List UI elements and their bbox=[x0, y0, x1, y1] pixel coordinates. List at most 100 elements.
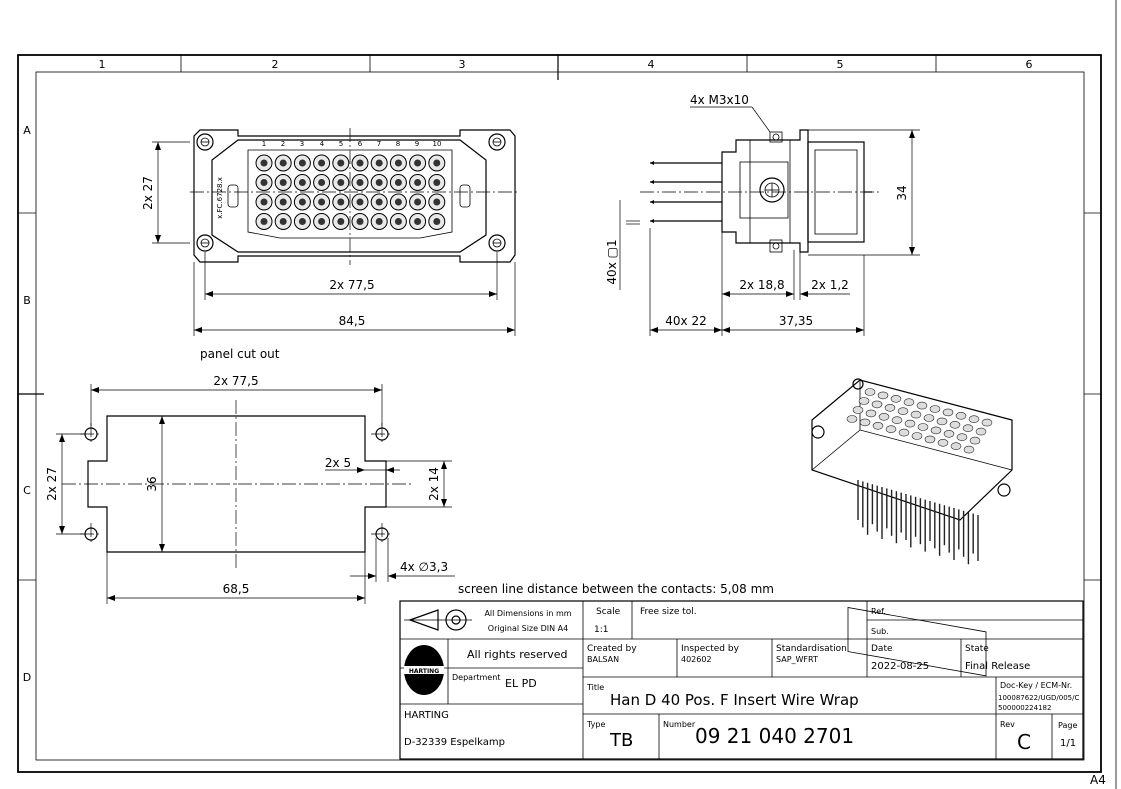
side-pins bbox=[650, 161, 872, 223]
rights-note: All rights reserved bbox=[467, 648, 568, 661]
state-label: State bbox=[965, 644, 989, 654]
pin-number: 3 bbox=[300, 140, 304, 148]
grid-col-2: 2 bbox=[272, 58, 279, 71]
contact-pin bbox=[375, 179, 383, 186]
state-value: Final Release bbox=[965, 661, 1030, 672]
ref-label: Ref. bbox=[871, 607, 886, 616]
number-label: Number bbox=[663, 720, 696, 729]
front-screw-tr bbox=[488, 133, 506, 151]
rev-value: C bbox=[1017, 730, 1031, 754]
front-screw-bl bbox=[196, 234, 214, 252]
front-view: 1 2 3 4 5 6 7 8 9 10 x.FC.6728.x 2x 27 2… bbox=[141, 128, 520, 336]
harting-logo: HARTING bbox=[404, 645, 444, 695]
front-dim-inner: 2x 77,5 bbox=[329, 278, 374, 292]
title-label: Title bbox=[586, 683, 604, 692]
date-label: Date bbox=[871, 644, 893, 654]
pin-number: 6 bbox=[358, 140, 363, 148]
company-name: HARTING bbox=[404, 710, 449, 721]
contact-pin bbox=[375, 159, 383, 167]
grid-col-1: 1 bbox=[99, 58, 106, 71]
title-block: All Dimensions in mm Original Size DIN A… bbox=[399, 600, 1084, 760]
iso-contact bbox=[968, 415, 980, 424]
side-dim-pin: 40x ▢1 bbox=[605, 239, 619, 284]
side-dim-b: 2x 1,2 bbox=[811, 278, 849, 292]
contact-pin bbox=[394, 179, 402, 186]
iso-contact bbox=[950, 442, 962, 451]
iso-contact bbox=[930, 426, 942, 435]
contact-pin bbox=[260, 218, 268, 225]
iso-contact bbox=[890, 394, 902, 403]
cutout-dim-hole: 4x ∅3,3 bbox=[400, 560, 448, 574]
iso-contact bbox=[872, 421, 884, 430]
pin-number: 9 bbox=[415, 140, 419, 148]
pin-number: 5 bbox=[339, 140, 343, 148]
iso-contact bbox=[956, 433, 968, 442]
contact-pin bbox=[414, 198, 422, 206]
iso-contact bbox=[897, 407, 909, 416]
iso-contact bbox=[936, 417, 948, 426]
dockey-line2: 500000224182 bbox=[998, 704, 1051, 712]
iso-view-illustration bbox=[811, 378, 1013, 677]
iso-contact bbox=[975, 427, 987, 436]
side-view: 4x M3x10 34 40x ▢1 2x 18,8 2x 1,2 40x 22… bbox=[605, 93, 920, 336]
created-value: BALSAN bbox=[587, 655, 619, 664]
pin-number: 7 bbox=[377, 140, 381, 148]
cutout-dim-notch-w: 2x 5 bbox=[325, 456, 351, 470]
contact-pin bbox=[414, 218, 422, 225]
cutout-dim-left: 2x 27 bbox=[45, 467, 59, 501]
iso-contact bbox=[865, 409, 877, 418]
contact-pin bbox=[433, 179, 441, 186]
contact-pin bbox=[356, 198, 364, 206]
cutout-dim-bottom: 68,5 bbox=[223, 582, 250, 596]
iso-contact bbox=[911, 432, 923, 440]
contact-pin bbox=[298, 198, 306, 206]
contact-pin bbox=[279, 198, 287, 206]
contact-pin bbox=[279, 218, 287, 225]
iso-contact bbox=[903, 398, 915, 407]
row-grid: A B C D bbox=[18, 124, 1101, 684]
iso-contact bbox=[916, 401, 928, 410]
cutout-dim-inner: 36 bbox=[145, 476, 159, 491]
contact-pin bbox=[394, 198, 402, 206]
rev-label: Rev bbox=[1000, 720, 1015, 729]
svg-text:HARTING: HARTING bbox=[409, 668, 439, 675]
front-dim-height: 2x 27 bbox=[141, 176, 155, 210]
iso-contact bbox=[871, 400, 883, 409]
iso-contact bbox=[884, 403, 896, 412]
created-label: Created by bbox=[587, 644, 637, 654]
contact-pin bbox=[394, 218, 402, 225]
iso-contact bbox=[923, 414, 935, 422]
pin-number: 4 bbox=[320, 140, 325, 148]
pin-number: 8 bbox=[396, 140, 400, 148]
contact-pin bbox=[414, 179, 422, 186]
iso-contact bbox=[917, 423, 929, 431]
iso-contact bbox=[929, 405, 941, 413]
contact-pin bbox=[414, 159, 422, 167]
front-dim-total: 84,5 bbox=[339, 314, 366, 328]
contact-pin bbox=[260, 159, 268, 167]
iso-contact bbox=[949, 420, 961, 429]
contact-distance-note: screen line distance between the contact… bbox=[458, 582, 774, 596]
cutout-dim-top: 2x 77,5 bbox=[213, 374, 258, 388]
iso-contact bbox=[891, 416, 903, 425]
contact-pin bbox=[337, 218, 345, 225]
contact-pin bbox=[279, 179, 287, 186]
type-label: Type bbox=[586, 720, 605, 729]
contact-pin bbox=[433, 198, 441, 206]
original-size: Original Size DIN A4 bbox=[488, 624, 568, 633]
department-label: Department bbox=[452, 673, 500, 682]
contact-pin bbox=[298, 159, 306, 167]
number-value: 09 21 040 2701 bbox=[695, 724, 854, 748]
grid-col-6: 6 bbox=[1026, 58, 1033, 71]
company-address: D-32339 Espelkamp bbox=[404, 737, 505, 748]
page-value: 1/1 bbox=[1060, 738, 1076, 749]
contact-pin bbox=[279, 159, 287, 167]
cutout-dim-notch-h: 2x 14 bbox=[427, 467, 441, 501]
contact-pin bbox=[433, 218, 441, 225]
dockey-label: Doc-Key / ECM-Nr. bbox=[1000, 681, 1072, 690]
tolerance: Free size tol. bbox=[640, 607, 697, 617]
iso-contact bbox=[963, 445, 975, 454]
contact-pin bbox=[375, 198, 383, 206]
contact-pin bbox=[318, 198, 326, 206]
